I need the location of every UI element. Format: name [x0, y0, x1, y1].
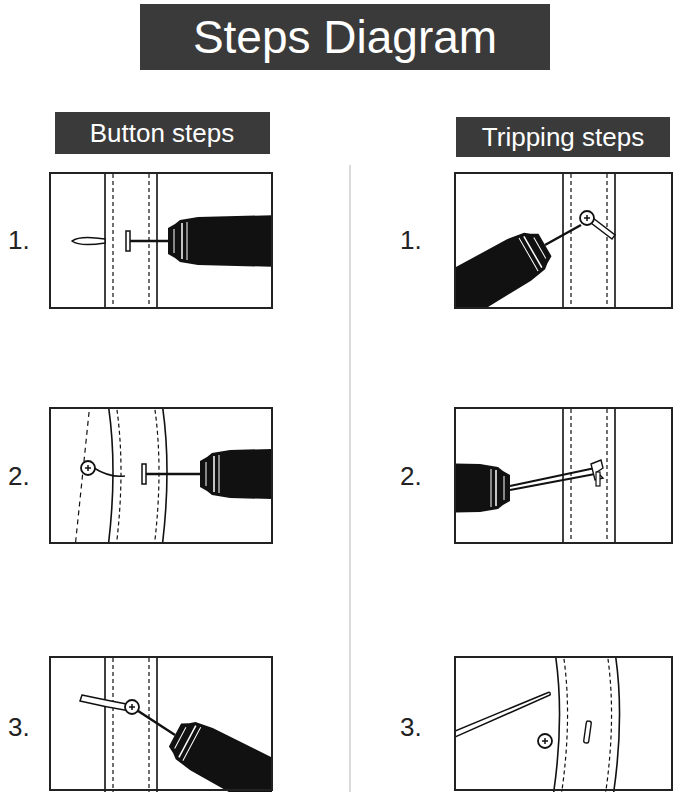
step-number: 2.	[8, 461, 30, 492]
step-number: 2.	[400, 461, 422, 492]
step-header: Button steps	[55, 112, 270, 154]
step-header: Tripping steps	[456, 117, 670, 157]
header-text: Button steps	[90, 118, 235, 149]
title-banner: Steps Diagram	[140, 4, 550, 70]
header-text: Tripping steps	[482, 122, 644, 153]
step-number: 1.	[400, 225, 422, 256]
step-number: 3.	[400, 712, 422, 743]
step-number: 1.	[8, 225, 30, 256]
step-number: 3.	[8, 712, 30, 743]
